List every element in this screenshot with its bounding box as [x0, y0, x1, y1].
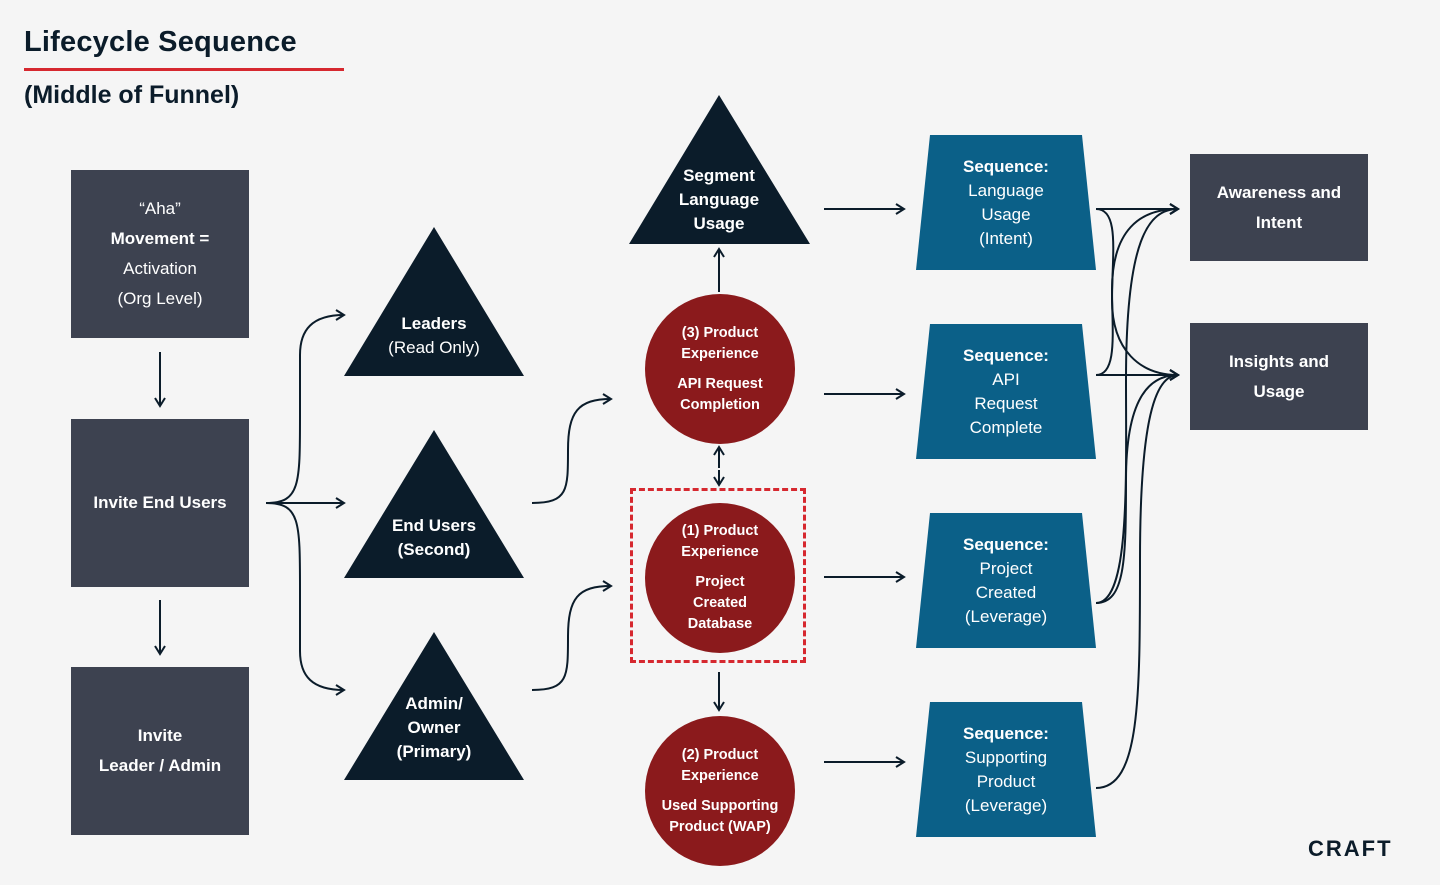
circle-2-title: Experience [681, 767, 759, 784]
triangles [344, 95, 810, 780]
circle-product-experience-1: (1) Product Experience Project Created D… [645, 503, 795, 653]
connector-arrows [154, 203, 1180, 789]
triangle-leaders-label: Leaders (Read Only) [364, 312, 504, 360]
triangle-admin-line: Owner [407, 718, 461, 737]
box-aha-line: Movement = [110, 229, 210, 248]
box-invite-end-users: Invite End Users [71, 419, 249, 587]
sequence-api-request-label: Sequence: API Request Complete [926, 344, 1086, 440]
craft-logo: CRAFT [1308, 836, 1393, 861]
triangle-end-users-label: End Users (Second) [364, 514, 504, 562]
sequence-1-line: (Intent) [979, 229, 1033, 248]
circle-3-title: Experience [681, 345, 759, 362]
sequence-1-line: Sequence: [963, 157, 1049, 176]
triangle-segment-label: Segment Language Usage [649, 164, 789, 236]
sequence-4-line: Supporting [964, 748, 1048, 767]
sequence-1-line: Language [968, 181, 1044, 200]
triangle-leaders-line: (Read Only) [388, 338, 480, 357]
triangle-end-users-line: (Second) [397, 540, 471, 559]
trapezoid-project-created [916, 513, 1096, 648]
circle-1-body: Project [695, 574, 745, 590]
triangle-end-users [344, 430, 524, 578]
sequence-3-line: (Leverage) [964, 607, 1048, 626]
triangle-admin-owner [344, 632, 524, 780]
circle-2-body: Used Supporting [661, 797, 779, 814]
arrow-seq3-to-insights [1095, 369, 1180, 604]
sequence-2-line: Sequence: [963, 346, 1049, 365]
box-awareness-intent: Awareness and Intent [1190, 154, 1368, 261]
triangle-segment-line: Usage [693, 214, 745, 233]
sequence-3-line: Sequence: [963, 535, 1049, 554]
arrow-admin-to-c1 [531, 580, 613, 691]
triangle-admin-line: Admin/ [405, 694, 463, 713]
circle-1-body: Database [687, 616, 753, 632]
sequence-2-line: Request [974, 394, 1038, 413]
title-underline [24, 68, 344, 71]
triangle-admin-line: (Primary) [396, 742, 472, 761]
box-awareness-line: Intent [1255, 212, 1303, 232]
circle-3-body: API Request [677, 375, 763, 392]
box-invite-leader-line: Leader / Admin [98, 756, 222, 775]
triangle-segment-language [629, 95, 810, 244]
circle-1-body: Created [693, 595, 747, 611]
box-aha-line: “Aha” [139, 199, 181, 218]
highlight-dashed-frame [630, 488, 806, 663]
box-aha-line: (Org Level) [117, 289, 203, 308]
arrow-seq1-to-insights [1095, 208, 1180, 381]
arrow-seq2-to-awareness [1095, 203, 1180, 376]
page-subtitle: (Middle of Funnel) [24, 81, 240, 109]
arrow-seq4-to-insights [1095, 369, 1180, 789]
sequence-2-line: API [992, 370, 1020, 389]
circle-1-title: (1) Product [681, 523, 759, 539]
sequence-supporting-product-label: Sequence: Supporting Product (Leverage) [926, 722, 1086, 818]
triangle-segment-line: Segment [683, 166, 755, 185]
sequence-4-line: (Leverage) [964, 796, 1048, 815]
box-aha-movement: “Aha” Movement = Activation (Org Level) [71, 170, 249, 338]
sequence-language-usage-label: Sequence: Language Usage (Intent) [926, 155, 1086, 251]
circle-product-experience-3: (3) Product Experience API Request Compl… [645, 294, 795, 444]
sequence-2-line: Complete [969, 418, 1043, 437]
page-title: Lifecycle Sequence [24, 26, 297, 58]
trapezoid-supporting-product [916, 702, 1096, 837]
sequence-3-line: Created [975, 583, 1037, 602]
box-invite-end-users-label: Invite End Users [93, 493, 227, 512]
trapezoid-language-usage [916, 135, 1096, 270]
circle-1-title: Experience [681, 544, 759, 560]
arrow-invite-to-leaders [265, 309, 346, 504]
triangle-leaders [344, 227, 524, 376]
box-aha-line: Activation [123, 259, 197, 278]
arrow-invite-to-admin [265, 502, 346, 696]
circle-3-title: (3) Product [681, 324, 759, 341]
triangle-segment-line: Language [678, 190, 760, 209]
circle-2-body: Product (WAP) [669, 818, 771, 835]
triangle-admin-label: Admin/ Owner (Primary) [364, 692, 504, 764]
circle-3-body: Completion [680, 396, 760, 413]
box-awareness-line: Awareness and [1216, 182, 1342, 202]
circle-2-title: (2) Product [681, 746, 759, 763]
sequence-4-line: Product [976, 772, 1036, 791]
arrow-end-users-to-c3 [531, 393, 613, 504]
arrow-seq3-to-awareness [1095, 203, 1180, 604]
sequence-project-created-label: Sequence: Project Created (Leverage) [926, 533, 1086, 629]
sequence-4-line: Sequence: [963, 724, 1049, 743]
sequence-trapezoids [916, 135, 1096, 837]
box-invite-leader-admin: Invite Leader / Admin [71, 667, 249, 835]
sequence-3-line: Project [979, 559, 1033, 578]
sequence-1-line: Usage [981, 205, 1031, 224]
box-invite-leader-line: Invite [137, 726, 183, 745]
triangle-end-users-line: End Users [391, 516, 477, 535]
box-insights-usage: Insights and Usage [1190, 323, 1368, 430]
triangle-leaders-line: Leaders [401, 314, 467, 333]
trapezoid-api-request [916, 324, 1096, 459]
circle-product-experience-2: (2) Product Experience Used Supporting P… [645, 716, 795, 866]
box-insights-line: Usage [1253, 381, 1305, 401]
box-insights-line: Insights and [1228, 351, 1330, 371]
